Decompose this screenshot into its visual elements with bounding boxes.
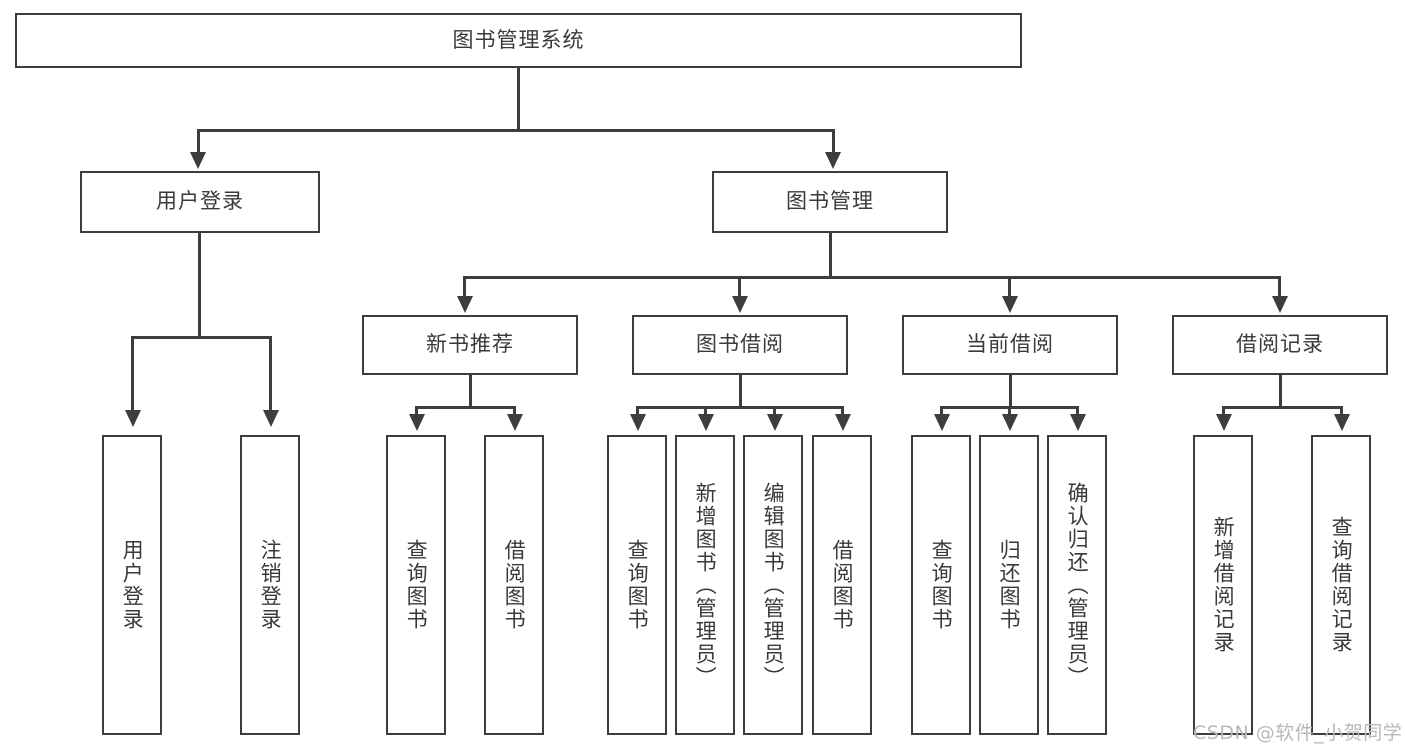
edge-br-to-leaf-1 — [1222, 406, 1225, 418]
arrowhead-bb-to-leaf-4 — [835, 414, 851, 431]
edge-user-login-to-leaf-1 — [131, 336, 134, 414]
node-label: 查询图书 — [404, 539, 429, 631]
leaf-nbr-query-book[interactable]: 查询图书 — [386, 435, 446, 735]
node-label: 用户登录 — [156, 189, 244, 214]
arrowhead-cb-to-leaf-3 — [1070, 414, 1086, 431]
node-current-borrow[interactable]: 当前借阅 — [902, 315, 1118, 375]
arrowhead-cb-to-leaf-1 — [934, 414, 950, 431]
edge-to-new-book-recommend — [463, 276, 466, 300]
leaf-cb-return-book[interactable]: 归还图书 — [979, 435, 1039, 735]
node-label: 借阅图书 — [830, 539, 855, 631]
arrowhead-to-new-book-recommend — [457, 296, 473, 313]
leaf-bb-query-book[interactable]: 查询图书 — [607, 435, 667, 735]
leaf-nbr-borrow-book[interactable]: 借阅图书 — [484, 435, 544, 735]
leaf-bb-edit-book-admin[interactable]: 编辑图书（管理员） — [743, 435, 803, 735]
edge-bb-to-leaf-2 — [704, 406, 707, 418]
leaf-br-query-record[interactable]: 查询借阅记录 — [1311, 435, 1371, 735]
arrowhead-cb-to-leaf-2 — [1002, 414, 1018, 431]
edge-user-login-stem — [198, 233, 201, 338]
arrowhead-to-book-borrow — [732, 296, 748, 313]
edge-user-login-to-leaf-2 — [269, 336, 272, 414]
leaf-cb-query-book[interactable]: 查询图书 — [911, 435, 971, 735]
edge-root-to-book-management — [832, 129, 835, 157]
node-label: 当前借阅 — [966, 332, 1054, 357]
edge-cb-to-leaf-2 — [1008, 406, 1011, 418]
edge-new-book-recommend-stem — [469, 375, 472, 408]
node-label: 图书借阅 — [696, 332, 784, 357]
edge-book-borrow-stem — [739, 375, 742, 408]
leaf-user-login-signin[interactable]: 用户登录 — [102, 435, 162, 735]
edge-bb-to-leaf-3 — [773, 406, 776, 418]
arrowhead-to-borrow-record — [1272, 296, 1288, 313]
edge-bb-to-leaf-4 — [841, 406, 844, 418]
edge-bb-to-leaf-1 — [636, 406, 639, 418]
node-label: 查询图书 — [929, 539, 954, 631]
arrowhead-br-to-leaf-2 — [1334, 414, 1350, 431]
edge-to-borrow-record — [1278, 276, 1281, 300]
node-user-login[interactable]: 用户登录 — [80, 171, 320, 233]
edge-to-current-borrow — [1008, 276, 1011, 300]
edge-nbr-to-leaf-2 — [513, 406, 516, 418]
edge-borrow-record-stem — [1279, 375, 1282, 408]
node-label: 借阅图书 — [502, 539, 527, 631]
node-label: 注销登录 — [258, 539, 283, 631]
edge-user-login-bus — [131, 336, 269, 339]
node-book-management[interactable]: 图书管理 — [712, 171, 948, 233]
node-borrow-record[interactable]: 借阅记录 — [1172, 315, 1388, 375]
edge-book-management-bus — [463, 276, 1278, 279]
edge-new-book-recommend-bus — [415, 406, 516, 409]
node-label: 归还图书 — [997, 539, 1022, 631]
edge-book-borrow-bus — [636, 406, 843, 409]
edge-book-management-stem — [829, 233, 832, 278]
node-label: 确认归还（管理员） — [1065, 481, 1090, 689]
arrowhead-bb-to-leaf-2 — [698, 414, 714, 431]
arrowhead-bb-to-leaf-1 — [630, 414, 646, 431]
edge-root-to-user-login — [197, 129, 200, 157]
arrowhead-root-to-book-management — [825, 152, 841, 169]
arrowhead-bb-to-leaf-3 — [767, 414, 783, 431]
arrowhead-user-login-to-leaf-2 — [263, 410, 279, 427]
arrowhead-user-login-to-leaf-1 — [125, 410, 141, 427]
leaf-user-login-signout[interactable]: 注销登录 — [240, 435, 300, 735]
node-label: 图书管理 — [786, 189, 874, 214]
edge-to-book-borrow — [738, 276, 741, 300]
node-label: 查询图书 — [625, 539, 650, 631]
arrowhead-nbr-to-leaf-2 — [507, 414, 523, 431]
leaf-br-add-record[interactable]: 新增借阅记录 — [1193, 435, 1253, 735]
leaf-bb-add-book-admin[interactable]: 新增图书（管理员） — [675, 435, 735, 735]
node-new-book-recommend[interactable]: 新书推荐 — [362, 315, 578, 375]
arrowhead-to-current-borrow — [1002, 296, 1018, 313]
node-label: 新增图书（管理员） — [693, 481, 718, 689]
arrowhead-root-to-user-login — [190, 152, 206, 169]
edge-cb-to-leaf-3 — [1076, 406, 1079, 418]
edge-borrow-record-bus — [1222, 406, 1342, 409]
node-label: 用户登录 — [120, 539, 145, 631]
node-label: 查询借阅记录 — [1329, 516, 1354, 654]
leaf-bb-borrow-book[interactable]: 借阅图书 — [812, 435, 872, 735]
leaf-cb-confirm-return-admin[interactable]: 确认归还（管理员） — [1047, 435, 1107, 735]
csdn-watermark: CSDN @软件_小贺同学 — [1193, 722, 1403, 744]
node-root-book-management-system[interactable]: 图书管理系统 — [15, 13, 1022, 68]
edge-current-borrow-stem — [1009, 375, 1012, 408]
arrowhead-nbr-to-leaf-1 — [409, 414, 425, 431]
node-label: 图书管理系统 — [452, 27, 585, 52]
node-label: 编辑图书（管理员） — [761, 481, 786, 689]
arrowhead-br-to-leaf-1 — [1216, 414, 1232, 431]
node-label: 新增借阅记录 — [1211, 516, 1236, 654]
edge-root-stem — [517, 68, 520, 131]
edge-nbr-to-leaf-1 — [415, 406, 418, 418]
node-book-borrow[interactable]: 图书借阅 — [632, 315, 848, 375]
node-label: 新书推荐 — [426, 332, 514, 357]
edge-cb-to-leaf-1 — [940, 406, 943, 418]
edge-root-bus — [197, 129, 834, 132]
node-label: 借阅记录 — [1236, 332, 1324, 357]
edge-br-to-leaf-2 — [1340, 406, 1343, 418]
